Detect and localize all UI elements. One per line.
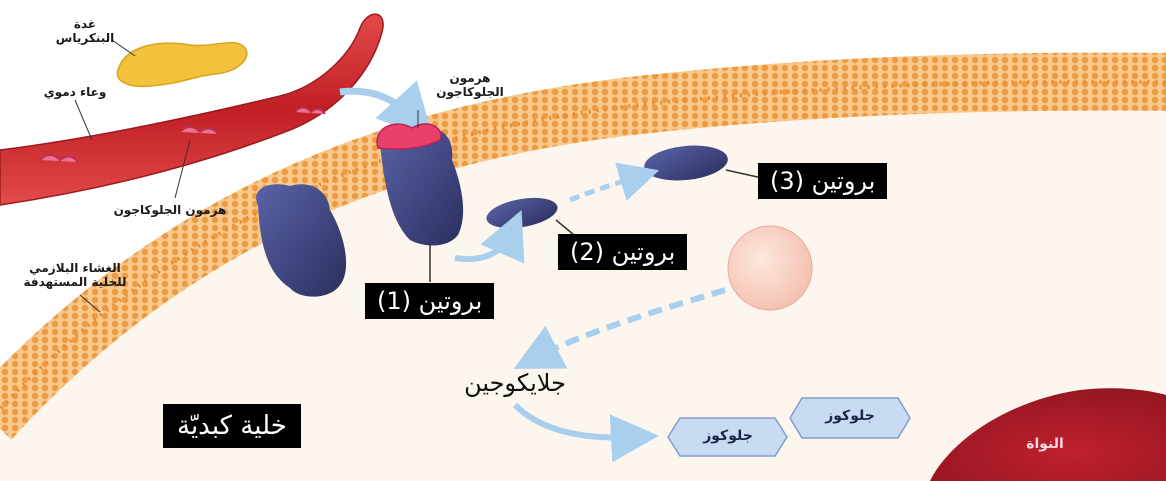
- label-hormone-in-vessel: هرمون الجلوكاجون: [90, 204, 250, 218]
- label-protein-1: بروتين (1): [365, 283, 494, 319]
- label-pancreas-line2: البنكرياس: [30, 32, 140, 46]
- label-pancreas-line1: غدة: [30, 18, 140, 32]
- label-membrane-line1: الغشاء البلازمي: [5, 262, 145, 276]
- label-pancreas: غدة البنكرياس: [30, 18, 140, 46]
- label-nucleus: النواة: [1010, 436, 1080, 452]
- label-hormone-line1: هرمون: [410, 72, 530, 86]
- label-hormone-at-receptor: هرمون الجلوكاجون: [410, 72, 530, 100]
- vesicle: [728, 226, 812, 310]
- label-hormone-line2: الجلوكاجون: [410, 86, 530, 100]
- label-glycogen: جلايكوجين: [440, 370, 590, 398]
- label-protein-3: بروتين (3): [758, 163, 887, 199]
- label-protein-2: بروتين (2): [558, 234, 687, 270]
- label-liver-cell: خلية كبديّة: [163, 404, 301, 448]
- label-glucose-2: جلوكوز: [820, 408, 880, 424]
- label-membrane-line2: للخلية المستهدفة: [5, 276, 145, 290]
- label-glucose-1: جلوكوز: [698, 428, 758, 444]
- label-blood-vessel: وعاء دموي: [20, 86, 130, 100]
- label-plasma-membrane: الغشاء البلازمي للخلية المستهدفة: [5, 262, 145, 290]
